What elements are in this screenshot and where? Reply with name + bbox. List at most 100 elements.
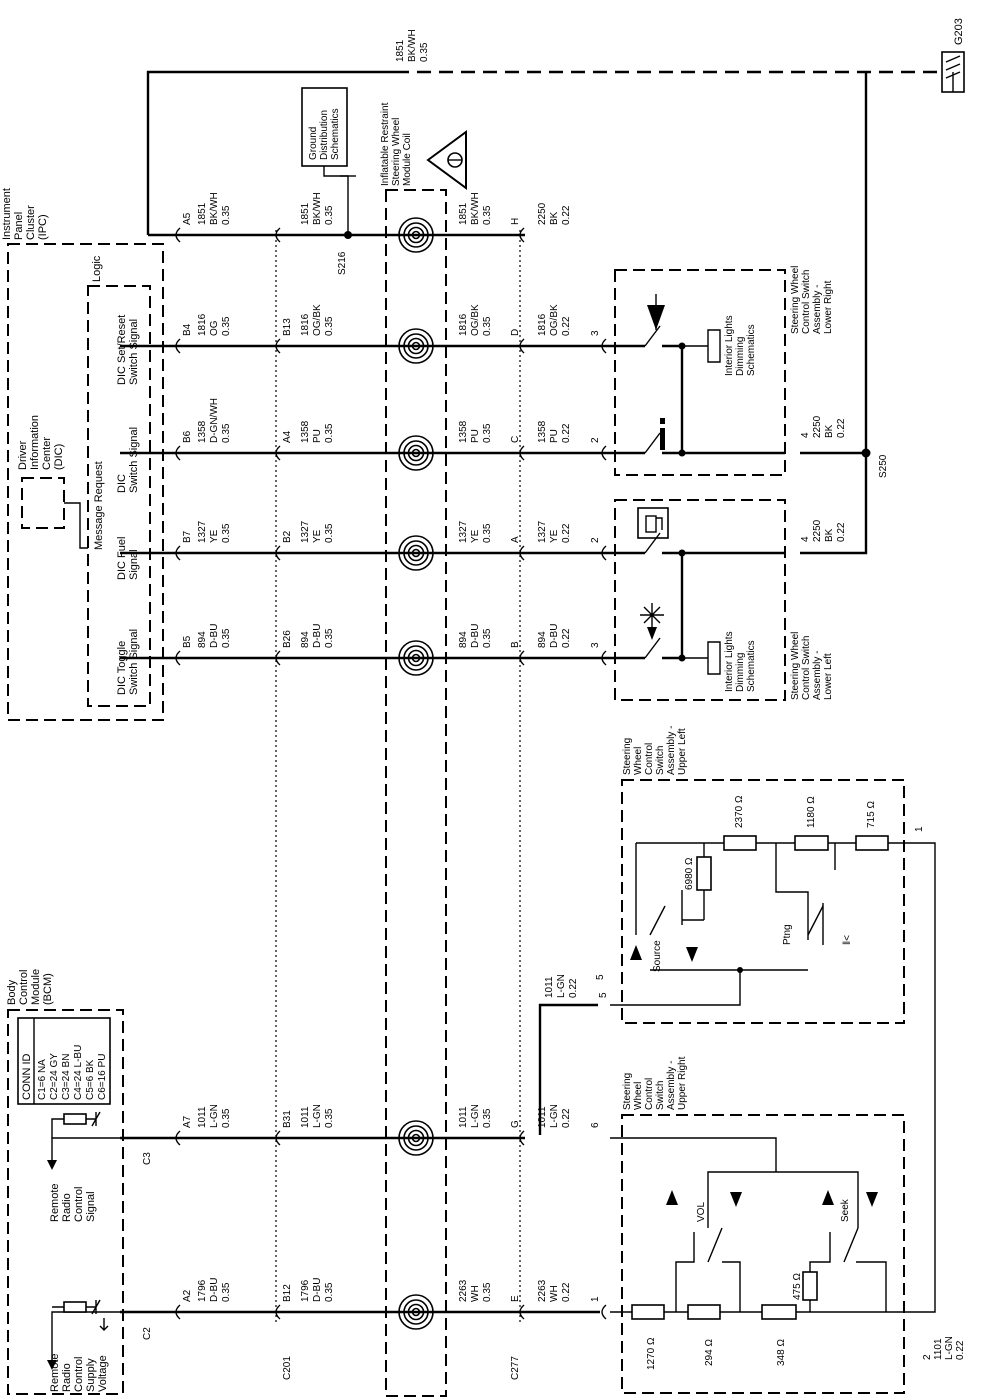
seek-down-icon xyxy=(866,1192,878,1207)
upper-left-name: Upper Left xyxy=(677,728,688,775)
c201-pin-cup xyxy=(275,545,281,561)
switch-pin-label: 6 xyxy=(590,1122,601,1128)
wire-coil-label: 1327 xyxy=(458,520,469,543)
resistor-715 xyxy=(855,835,889,851)
wire-c201-label: 0.35 xyxy=(324,1108,335,1128)
wire-sw-label: 1011 xyxy=(537,1106,548,1128)
dic-label-2: Information xyxy=(29,415,41,470)
lower-left-gnd-wire: 2250 xyxy=(812,519,823,542)
wire-ipc-label: YE xyxy=(209,529,220,543)
wire-coil-label: D-BU xyxy=(470,624,481,648)
message-request-label: Message Request xyxy=(93,461,105,550)
c277-label: C277 xyxy=(510,1356,521,1380)
wire-ipc-label: D-BU xyxy=(209,1278,220,1302)
ptng-label: Ptng xyxy=(782,924,793,945)
vol-label: VOL xyxy=(696,1202,707,1222)
g203-label: G203 xyxy=(953,18,965,45)
lower-right-name: Assembly - xyxy=(812,285,823,334)
radio-supply-label: Supply xyxy=(85,1358,97,1392)
resistor-475 xyxy=(802,1271,818,1301)
wire-c201-label: 894 xyxy=(300,631,311,648)
wire-coil-label: 0.35 xyxy=(482,316,493,336)
toggle-icon xyxy=(640,603,664,640)
c277-pin-label: A xyxy=(510,536,521,543)
dimming-label: Interior Lights xyxy=(724,631,735,692)
ground-dist-label: Ground xyxy=(308,127,319,160)
upper-left-name: Assembly - xyxy=(666,726,677,775)
lower-right-pin: 4 xyxy=(800,432,811,438)
ipc-label-3: Cluster xyxy=(25,205,37,240)
logic-label: Logic xyxy=(91,255,103,282)
c201-pin-label: B12 xyxy=(282,1284,293,1302)
radio-signal-label: Radio xyxy=(61,1193,73,1222)
c277-pin-label: H xyxy=(510,218,521,225)
c277-pin-cup xyxy=(519,1130,525,1146)
dic-switch-label-2: Switch Signal xyxy=(128,427,140,493)
upper-left-name: Wheel xyxy=(633,747,644,775)
wire-run xyxy=(120,435,607,471)
conn-id-row: C5=6 BK xyxy=(85,1059,96,1100)
c277-pin-label: E xyxy=(510,1295,521,1302)
wire-coil-label: 1851 xyxy=(458,202,469,225)
wire-c201-label: 1796 xyxy=(300,1279,311,1302)
wire-sw-label: BK xyxy=(549,211,560,225)
lower-right-gnd-wire: BK xyxy=(824,424,835,438)
c201-pin-cup xyxy=(275,650,281,666)
conn-id-table: CONN ID C1=6 NA C2=24 GY C3=24 BN C4=24 … xyxy=(17,1017,111,1105)
wire-run xyxy=(120,1120,525,1156)
wire-sw-label: 894 xyxy=(537,631,548,648)
dic-label-4: (DIC) xyxy=(53,444,65,470)
wire-c201-label: 0.35 xyxy=(324,205,335,225)
upper-right-outline xyxy=(621,1114,905,1394)
lower-left-gnd-wire: 0.22 xyxy=(836,522,847,542)
dimming-label: Schematics xyxy=(746,640,757,692)
c201-pin-cup xyxy=(275,227,281,243)
wire-coil-label: 0.35 xyxy=(482,205,493,225)
wire-coil-label: 0.35 xyxy=(482,523,493,543)
ipc-pin-label: B6 xyxy=(182,430,193,443)
wire-c201-label: 1358 xyxy=(300,420,311,443)
upper-right-name: Control xyxy=(644,1078,655,1110)
c277-pin-cup xyxy=(519,445,525,461)
radio-signal-label: Remote xyxy=(49,1183,61,1222)
wire-run xyxy=(120,1294,607,1330)
wire-ipc-label: 0.35 xyxy=(221,205,232,225)
lower-right-name: Lower Right xyxy=(823,280,834,334)
upper-left-switch: Steering Wheel Control Switch Assembly -… xyxy=(595,726,925,1024)
wire-1011-upper-left: 1011 L-GN 0.22 5 xyxy=(538,974,609,1135)
ground-dist-label: Schematics xyxy=(330,108,341,160)
wire-c201-label: 1816 xyxy=(300,313,311,336)
resistor-label: 475 Ω xyxy=(792,1273,803,1300)
conn-id-row: C2=24 GY xyxy=(49,1053,60,1100)
wire-coil-label: PU xyxy=(470,429,481,443)
upper-right-switch: Steering Wheel Control Switch Assembly -… xyxy=(610,842,966,1394)
wire-run xyxy=(148,217,525,253)
wire-c201-label: PU xyxy=(312,429,323,443)
c277-pin-label: B xyxy=(510,641,521,648)
wire-coil-label: YE xyxy=(470,529,481,543)
resistor-1270 xyxy=(631,1304,665,1320)
wire-coil-label: 0.35 xyxy=(482,628,493,648)
wire-ipc-label: D-BU xyxy=(209,624,220,648)
resistor-label: 348 Ω xyxy=(776,1339,787,1366)
conn-id-row: C1=6 NA xyxy=(37,1059,48,1100)
wire-sw-label: YE xyxy=(549,529,560,543)
ipc-pin-label: A2 xyxy=(182,1289,193,1302)
c201-pin-label: B2 xyxy=(282,530,293,543)
c201-pin-label: B26 xyxy=(282,630,293,648)
wire-c201-label: D-BU xyxy=(312,1278,323,1302)
ground-distribution-box: Ground Distribution Schematics xyxy=(301,87,356,235)
wire-sw-label: D-BU xyxy=(549,624,560,648)
c277-pin-label: C xyxy=(510,436,521,443)
wire-coil-label: WH xyxy=(470,1285,481,1302)
seek-up-icon xyxy=(822,1190,834,1205)
radio-supply-source xyxy=(47,1299,120,1370)
wire-coil-label: L-GN xyxy=(470,1104,481,1128)
wire-ipc-label: 0.35 xyxy=(221,316,232,336)
wire-c201-label: 0.35 xyxy=(324,1282,335,1302)
switch-pin-label: 2 xyxy=(590,537,601,543)
ipc-module: Instrument Panel Cluster (IPC) Driver In… xyxy=(1,188,164,721)
wire-coil-label: 1816 xyxy=(458,313,469,336)
